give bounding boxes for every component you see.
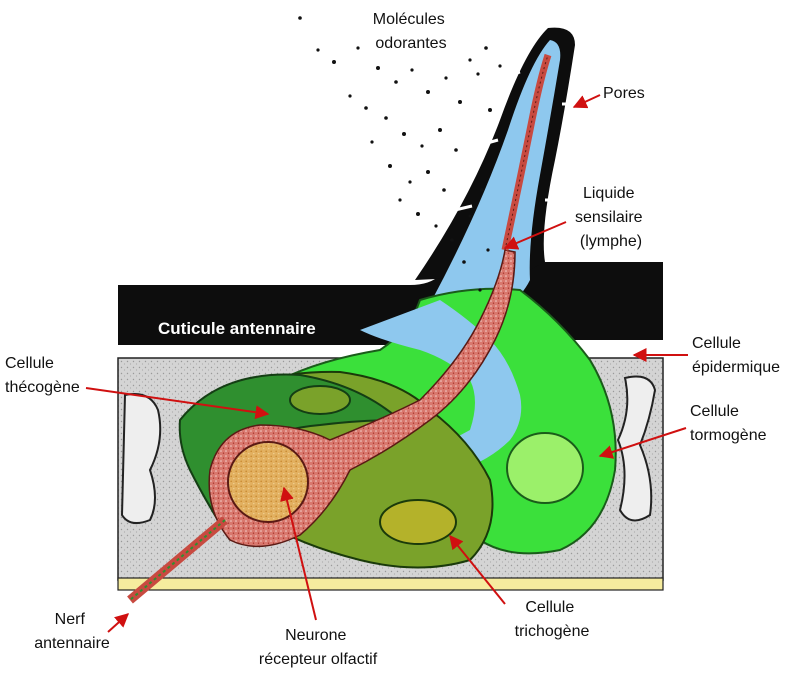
pore-1 (501, 70, 521, 80)
epidermal-cell-right (616, 375, 657, 522)
label-cuticule: Cuticule antennaire (158, 319, 316, 338)
label-trichogene: Cellule trichogène (515, 599, 590, 640)
label-nerf: Nerf antennaire (34, 611, 110, 652)
arrow-neurone (280, 486, 317, 621)
pore-4 (454, 204, 473, 212)
arrow-nerf (107, 613, 130, 633)
odorant-molecules (298, 16, 502, 292)
basal-lamina (117, 577, 664, 591)
label-epidermique: Cellule épidermique (692, 335, 780, 376)
hair-lumen-lymph (432, 40, 561, 310)
label-liquide: Liquide sensilaire (lymphe) (575, 185, 647, 250)
neuron-dendrite (501, 53, 552, 251)
arrow-thecogene (85, 387, 270, 420)
arrow-liquide (503, 221, 567, 250)
tormogen-nucleus (506, 432, 584, 504)
label-thecogene: Cellule thécogène (5, 355, 80, 396)
arrow-tormogene (598, 427, 687, 459)
pore-3 (479, 138, 499, 147)
label-tormogene: Cellule tormogène (690, 403, 767, 444)
thecogen-nucleus (289, 385, 351, 415)
neuron-nucleus (227, 441, 309, 523)
arrow-trichogene (449, 534, 506, 605)
label-neurone: Neurone récepteur olfactif (259, 627, 378, 668)
trichogen-nucleus (379, 499, 457, 545)
label-pores: Pores (603, 85, 645, 102)
epidermal-cell-left (120, 393, 162, 525)
axon-sheath (129, 519, 226, 601)
label-molecules: Molécules odorantes (373, 11, 449, 52)
arrow-pores (572, 94, 601, 109)
